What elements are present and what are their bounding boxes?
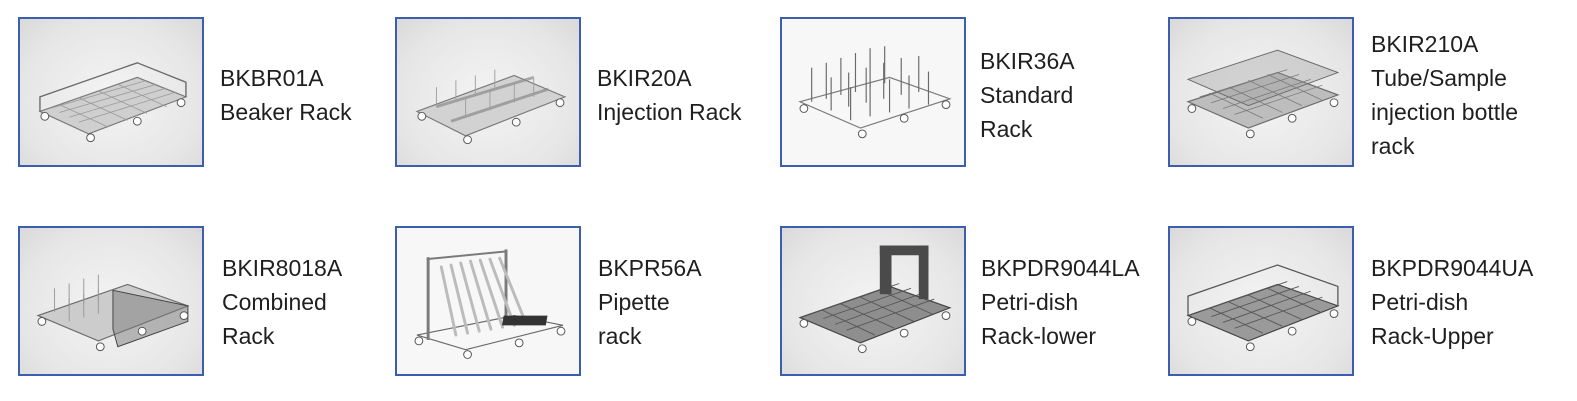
product-name-line-1: Standard: [980, 82, 1074, 108]
injection-rack-image: [395, 17, 581, 167]
product-name-line-2: rack: [598, 323, 642, 349]
petri-dish-rack-upper-image: [1168, 226, 1354, 376]
product-name-line-2: Rack: [980, 116, 1033, 142]
product-name-line-2: Rack: [222, 323, 275, 349]
product-code: BKBR01A: [220, 65, 324, 91]
product-code: BKPDR9044UA: [1371, 255, 1534, 281]
petri-dish-rack-lower-image: [780, 226, 966, 376]
product-name-line-1: Tube/Sample: [1371, 65, 1507, 91]
beaker-rack-image: [18, 17, 204, 167]
product-name-line-1: Petri-dish: [981, 289, 1079, 315]
product-code: BKPR56A: [598, 255, 702, 281]
pipette-rack-image: [395, 226, 581, 376]
product-name-line-1: Pipette: [598, 289, 670, 315]
product-name: Injection Rack: [597, 99, 742, 125]
product-name-line-2: injection bottle: [1371, 99, 1519, 125]
combined-rack-image: [18, 226, 204, 376]
product-code: BKIR36A: [980, 48, 1075, 74]
product-name-line-2: Rack-lower: [981, 323, 1097, 349]
product-name-line-1: Petri-dish: [1371, 289, 1469, 315]
product-code: BKIR210A: [1371, 31, 1479, 57]
tube-sample-rack-image: [1168, 17, 1354, 167]
product-code: BKIR20A: [597, 65, 692, 91]
product-name-line-1: Combined: [222, 289, 327, 315]
product-code: BKPDR9044LA: [981, 255, 1140, 281]
product-code: BKIR8018A: [222, 255, 343, 281]
product-name: Beaker Rack: [220, 99, 352, 125]
standard-rack-image: [780, 17, 966, 167]
product-name-line-3: rack: [1371, 133, 1415, 159]
product-name-line-2: Rack-Upper: [1371, 323, 1494, 349]
